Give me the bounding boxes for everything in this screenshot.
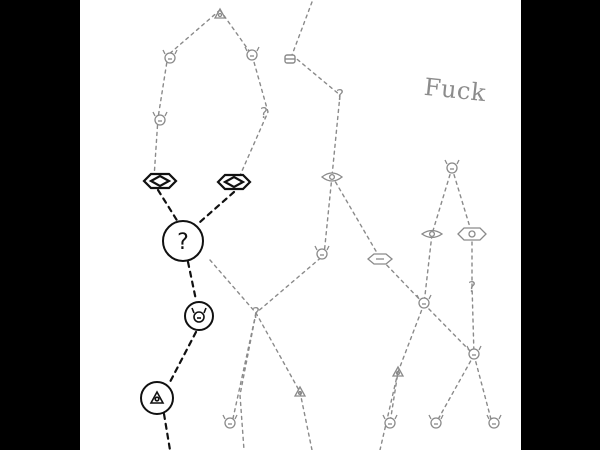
unknown-node[interactable]: ? bbox=[336, 86, 344, 104]
map-edge bbox=[153, 9, 221, 179]
map-edge bbox=[435, 354, 475, 424]
visited-edge bbox=[168, 330, 198, 384]
map-edge bbox=[473, 354, 493, 424]
elite-node[interactable] bbox=[420, 229, 444, 239]
elite-node[interactable] bbox=[320, 172, 344, 182]
monster-node[interactable] bbox=[162, 49, 178, 64]
elite-node[interactable] bbox=[457, 227, 487, 241]
map-edge bbox=[291, 54, 341, 177]
map-edge bbox=[331, 175, 425, 305]
unknown-node[interactable]: ? bbox=[468, 278, 476, 296]
merchant-node-visited[interactable] bbox=[140, 381, 174, 415]
visited-edge bbox=[162, 412, 172, 450]
visited-edge bbox=[156, 188, 180, 224]
map-edge bbox=[451, 167, 475, 356]
visited-edge bbox=[186, 260, 198, 302]
current-node-unknown-icon: ? bbox=[177, 230, 189, 255]
monster-node[interactable] bbox=[466, 345, 482, 360]
map-edge bbox=[423, 167, 453, 305]
map-edge bbox=[389, 303, 425, 424]
visited-edge bbox=[198, 190, 236, 224]
path-lines bbox=[153, 1, 493, 450]
monster-node[interactable] bbox=[416, 294, 432, 309]
map-edge bbox=[423, 303, 475, 356]
merchant-node[interactable] bbox=[391, 365, 405, 377]
map-edge bbox=[219, 9, 269, 181]
map-edge bbox=[299, 391, 313, 450]
current-node[interactable] bbox=[162, 220, 204, 262]
map-edge bbox=[239, 312, 257, 450]
monster-node[interactable] bbox=[444, 159, 460, 174]
elite-node-visited[interactable] bbox=[142, 172, 178, 190]
visited-path bbox=[156, 188, 236, 450]
monster-node-visited[interactable] bbox=[184, 301, 214, 331]
unknown-node[interactable]: ? bbox=[252, 304, 260, 322]
map-edge bbox=[209, 259, 301, 393]
map-edge bbox=[291, 1, 313, 56]
monster-node[interactable] bbox=[382, 414, 398, 429]
game-map: ? ? ? ? ? Fuck bbox=[80, 0, 521, 450]
map-paths: ? ? ? ? ? bbox=[140, 1, 502, 450]
monster-node[interactable] bbox=[222, 414, 238, 429]
merchant-node[interactable] bbox=[213, 7, 227, 19]
merchant-node[interactable] bbox=[293, 385, 307, 397]
map-edge bbox=[231, 312, 257, 424]
monster-node[interactable] bbox=[486, 414, 502, 429]
monster-node[interactable] bbox=[152, 111, 168, 126]
elite-node[interactable] bbox=[366, 253, 394, 265]
monster-node[interactable] bbox=[314, 245, 330, 260]
map-edge bbox=[255, 175, 333, 314]
map-edge bbox=[379, 371, 399, 450]
treasure-node[interactable] bbox=[284, 54, 296, 64]
monster-node[interactable] bbox=[428, 414, 444, 429]
elite-node-visited[interactable] bbox=[216, 173, 252, 191]
unknown-node[interactable]: ? bbox=[260, 104, 268, 122]
monster-node[interactable] bbox=[244, 46, 260, 61]
